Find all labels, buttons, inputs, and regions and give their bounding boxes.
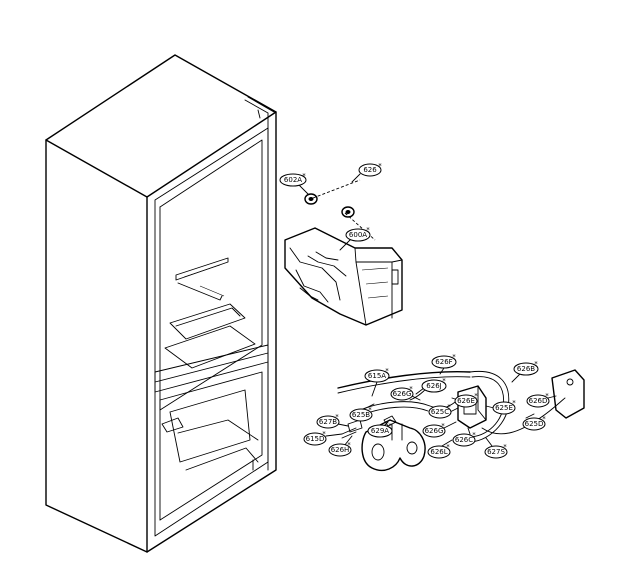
callout-625e: 625E * <box>485 399 516 415</box>
callout-626e: 626E * <box>451 392 478 408</box>
callout-626g: 626G * <box>390 385 421 401</box>
cabinet-top-edge <box>45 111 277 198</box>
svg-text:*: * <box>534 360 538 368</box>
callout-label: 626E <box>457 397 475 405</box>
callout-626c: 626C * <box>452 427 476 447</box>
svg-text:*: * <box>474 392 478 400</box>
svg-text:*: * <box>542 415 546 423</box>
svg-text:*: * <box>452 353 456 361</box>
svg-text:*: * <box>302 172 306 180</box>
callout-label: 626J <box>426 382 441 390</box>
callout-label: 626F <box>435 358 452 366</box>
callout-629a: 629A * <box>367 421 393 438</box>
cabinet-rear-flange <box>244 99 269 471</box>
callout-label: 626G <box>425 427 444 435</box>
freezer-liner <box>159 371 263 521</box>
callout-label: 626D <box>529 397 548 405</box>
callout-label: 627B <box>319 418 337 426</box>
fitting-627b <box>347 419 363 433</box>
svg-text:*: * <box>442 377 446 385</box>
callout-label: 615A <box>368 372 386 380</box>
callout-626j: 626J * <box>415 377 447 395</box>
svg-text:*: * <box>388 422 392 430</box>
callout-625c: 625C * <box>428 403 459 419</box>
svg-text:*: * <box>322 430 326 438</box>
callout-label: 625B <box>352 411 370 419</box>
callout-626b: 626B * <box>511 360 539 383</box>
callout-626g-lower: 626G * <box>422 421 457 438</box>
callout-label: 602A <box>284 176 302 184</box>
callout-626d: 626D * <box>526 392 557 408</box>
cabinet-front-frame <box>154 127 269 537</box>
shelf <box>175 257 229 281</box>
callout-627s: 627S * <box>484 437 508 459</box>
svg-text:*: * <box>512 399 516 407</box>
cabinet-outline <box>45 54 277 553</box>
screw-626 <box>341 206 355 218</box>
fill-tube <box>337 371 471 389</box>
crisper-cover <box>169 303 246 340</box>
svg-text:*: * <box>347 441 351 449</box>
callout-label: 629A <box>371 427 389 435</box>
callout-600a: 600A * <box>339 226 371 251</box>
callout-615d: 615D * <box>303 430 343 446</box>
callout-label: 626L <box>430 448 447 456</box>
callout-label: 626 <box>363 166 377 174</box>
callout-label: 600A <box>349 231 367 239</box>
callout-626l: 626L * <box>427 439 453 459</box>
callout-label: 625C <box>431 408 449 416</box>
callout-label: 627S <box>487 448 505 456</box>
callout-label: 625E <box>495 404 513 412</box>
callout-626f: 626F * <box>431 353 457 375</box>
callout-label: 626C <box>455 436 473 444</box>
svg-text:*: * <box>366 226 370 234</box>
svg-text:*: * <box>441 422 445 430</box>
svg-text:*: * <box>368 406 372 414</box>
callout-627b: 627B * <box>316 413 349 429</box>
freezer-handle <box>161 417 184 433</box>
callout-625b: 625B * <box>349 403 375 422</box>
svg-text:*: * <box>335 413 339 421</box>
callout-602a: 602A * <box>279 172 309 195</box>
fresh-food-liner <box>159 139 263 411</box>
screw-602a <box>304 193 318 205</box>
svg-text:*: * <box>409 385 413 393</box>
inlet-tube <box>481 397 566 435</box>
callout-label: 615D <box>306 435 325 443</box>
fitting-629a <box>383 415 397 427</box>
crisper-bottom <box>164 325 256 369</box>
ice-maker-body <box>284 227 403 326</box>
svg-text:*: * <box>545 392 549 400</box>
callout-label: 626H <box>331 446 350 454</box>
callout-625d: 625D * <box>522 413 546 431</box>
svg-text:*: * <box>446 443 450 451</box>
svg-text:*: * <box>378 162 382 170</box>
ice-maker-switch <box>391 269 399 285</box>
svg-text:*: * <box>385 367 389 375</box>
callout-626h: 626H * <box>328 435 353 457</box>
svg-text:*: * <box>503 443 507 451</box>
ice-maker-assembly <box>284 179 403 326</box>
svg-text:*: * <box>472 431 476 439</box>
refrigerator-cabinet <box>45 54 277 553</box>
callout-615a: 615A * <box>364 367 390 397</box>
callout-label: 626G <box>393 390 412 398</box>
callout-label: 626B <box>517 365 535 373</box>
callout-626: 626 * <box>351 162 382 183</box>
svg-text:*: * <box>447 403 451 411</box>
compartment-divider <box>154 344 269 393</box>
water-tubing-assembly <box>337 369 585 472</box>
callout-label: 625D <box>525 420 544 428</box>
